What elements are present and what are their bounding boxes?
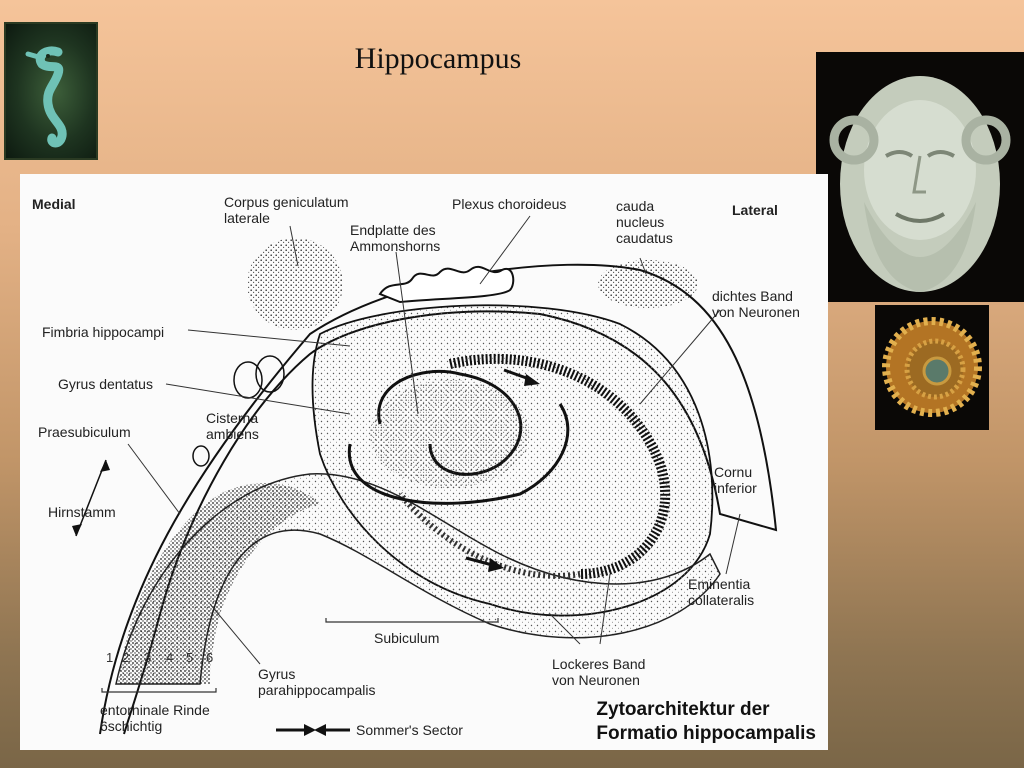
label-eminentia: Eminentia collateralis [688,576,755,608]
sommer-legend-icon [276,724,350,736]
layer-number: 3 [144,650,152,665]
ventricle-wall [99,263,778,735]
label-subiculum: Subiculum [374,630,440,646]
sommer-arrow-lower [465,556,504,572]
label-plexus-choroideus: Plexus choroideus [452,196,567,212]
label-endplatte: Endplatte des Ammonshorns [350,222,441,254]
label-lockeres-band: Lockeres Band von Neuronen [552,656,646,688]
label-sommer-sector: Sommer's Sector [356,722,463,738]
layer-number: 5 [186,650,194,665]
corpus-geniculatum-blob [247,238,343,330]
label-gyrus-dentatus: Gyrus dentatus [58,376,153,392]
label-fimbria: Fimbria hippocampi [42,324,165,340]
label-lateral: Lateral [732,202,778,218]
greek-mask-photo [816,52,1024,302]
layer-number: 1 [106,650,114,665]
entorhinal-cortex [118,483,320,684]
label-praesubiculum: Praesubiculum [38,424,131,440]
label-dichtes-band: dichtes Band von Neuronen [712,288,800,320]
seahorse-photo [4,22,98,160]
layer-number: 4 [166,650,174,665]
label-gyrus-parahippocampalis: Gyrus parahippocampalis [258,666,376,698]
diagram-drawing [72,215,778,736]
ammonite-photo [875,305,989,430]
label-entorhinale-rinde: entorhinale Rinde 6schichtig [100,702,210,734]
choroid-plexus [378,265,515,304]
cauda-nucleus-blob [598,260,698,308]
label-cauda-nucleus: cauda nucleus caudatus [616,198,673,246]
diagram-caption: Zytoarchitektur der Formatio hippocampal… [596,699,816,744]
label-cornu-inferior: Cornu inferior [714,464,757,496]
slide-title: Hippocampus [354,42,522,75]
pyramidal-band-loose [397,492,581,579]
layer-number: 2 [122,650,130,665]
label-cisterna: Cisterna ambiens [206,410,259,442]
hippocampus-diagram: Medial Lateral Corpus geniculatum latera… [20,174,828,750]
sommer-arrow-upper [503,368,540,386]
label-corpus-geniculatum: Corpus geniculatum laterale [224,194,349,226]
label-medial: Medial [32,196,76,212]
label-hirnstamm: Hirnstamm [48,504,116,520]
layer-number: 6 [206,650,214,665]
